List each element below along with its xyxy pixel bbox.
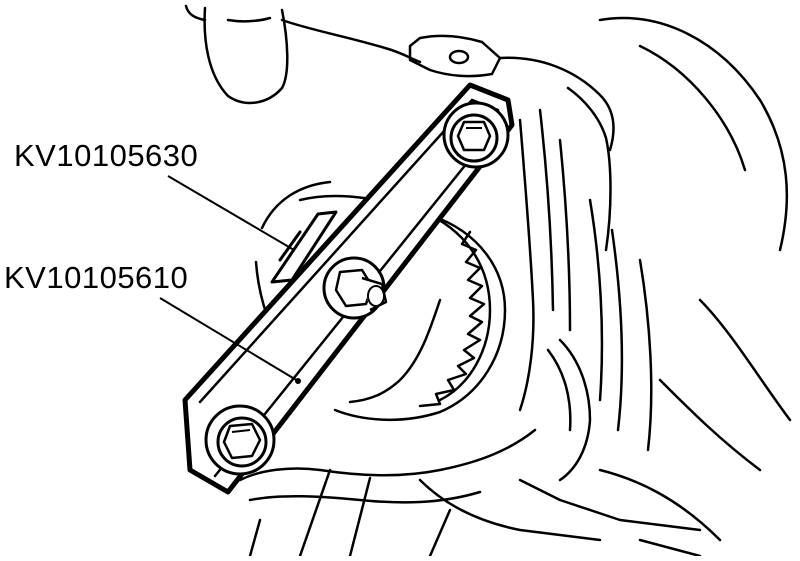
bolt-middle: [322, 256, 388, 320]
leader-line-kv10105610: [159, 297, 299, 382]
leader-line-kv10105630: [167, 175, 295, 251]
tool-bar-kv10105630: [270, 210, 338, 284]
engine-housing: [184, 4, 792, 558]
callout-label-kv10105610: KV10105610: [4, 260, 189, 295]
bolt-bottom: [204, 404, 276, 476]
bolt-top: [442, 101, 510, 169]
callout-label-kv10105630: KV10105630: [14, 138, 199, 173]
